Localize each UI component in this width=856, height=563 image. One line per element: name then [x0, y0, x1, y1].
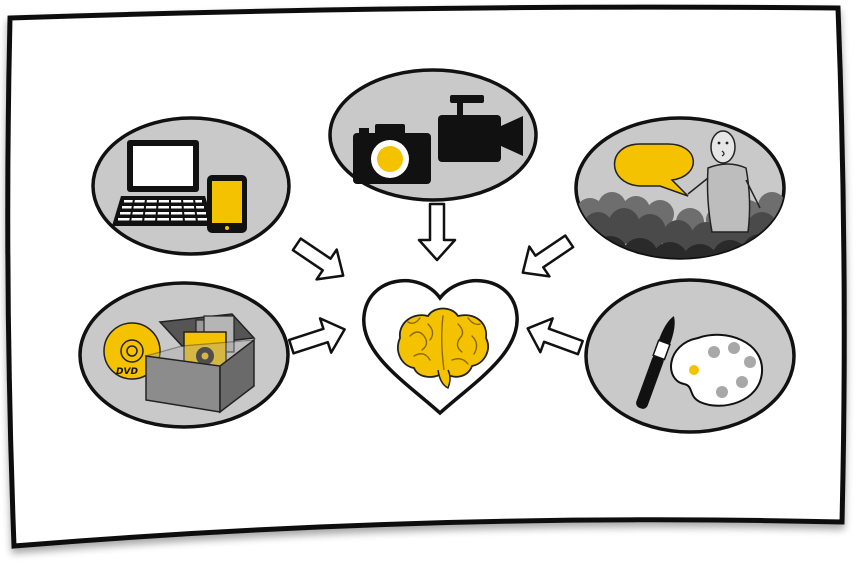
paintbrush-palette-icon	[636, 316, 764, 409]
dvd-label: DVD	[116, 367, 138, 377]
arrow-from-devices	[291, 237, 345, 281]
arrow-from-dvd-box	[287, 317, 346, 355]
node-devices	[91, 116, 291, 256]
speech-bubble	[613, 143, 694, 197]
dvd-box-icon: DVD	[103, 313, 256, 414]
arrow-from-media	[417, 202, 457, 262]
laptop-tablet-icon	[112, 140, 247, 233]
arrows	[287, 202, 584, 356]
node-dvd-box: DVD	[78, 281, 290, 429]
camera-camcorder-icon	[353, 95, 523, 184]
speaker-figure	[687, 130, 761, 233]
brain-icon	[397, 307, 489, 390]
center-node	[362, 278, 519, 416]
node-media	[328, 68, 538, 202]
node-painting	[584, 278, 796, 434]
arrow-from-painting	[526, 317, 584, 356]
arrow-from-talk	[521, 234, 575, 278]
